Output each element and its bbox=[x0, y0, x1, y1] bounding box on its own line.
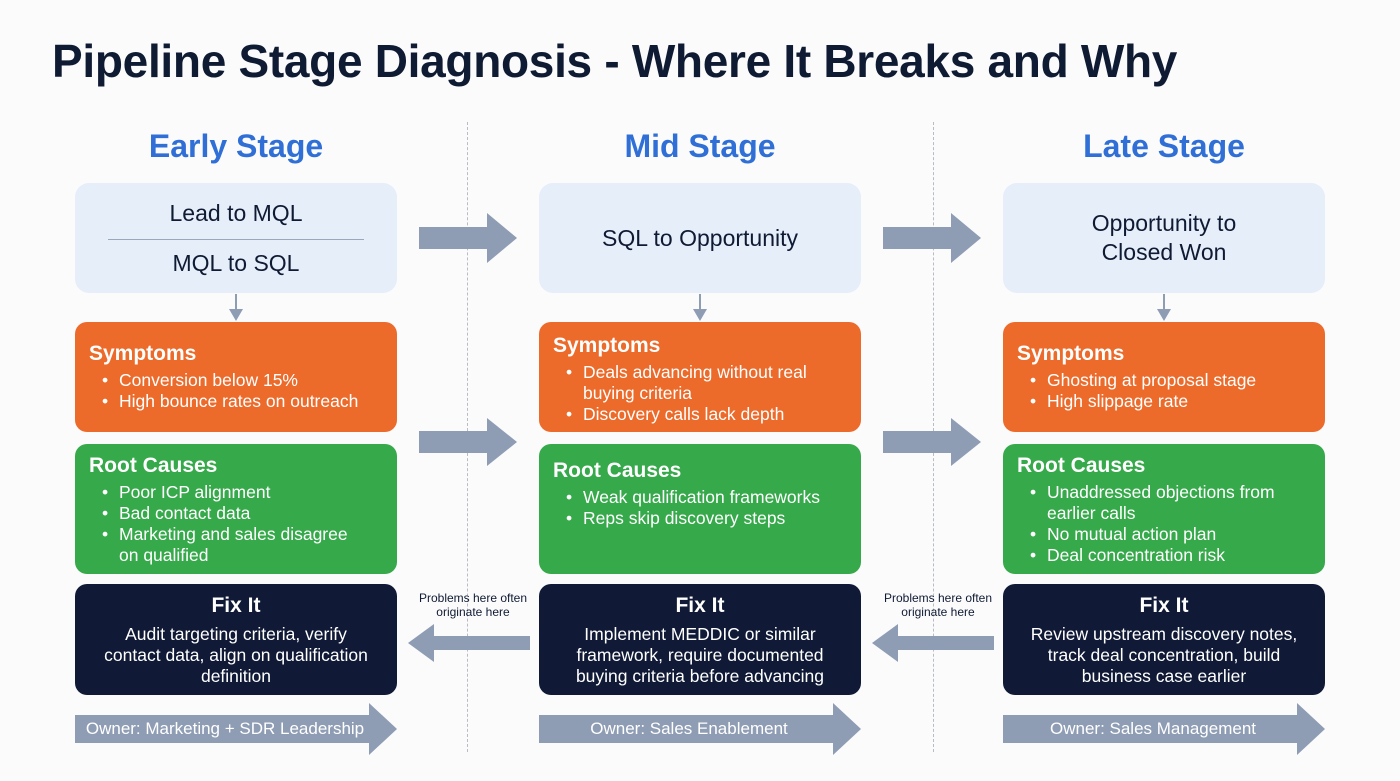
cause-item: Deal concentration risk bbox=[1030, 545, 1311, 566]
stage-title: Mid Stage bbox=[624, 128, 776, 164]
stage-transition-box: Opportunity to Closed Won bbox=[1003, 183, 1325, 293]
symptom-item: Discovery calls lack depth bbox=[566, 404, 847, 425]
cause-item: Weak qualification frameworks bbox=[566, 487, 847, 508]
cause-item: No mutual action plan bbox=[1030, 524, 1311, 545]
symptoms-card: Symptoms Ghosting at proposal stage High… bbox=[1003, 322, 1325, 432]
cause-item: Poor ICP alignment bbox=[102, 482, 383, 503]
owner-label: Owner: Marketing + SDR Leadership bbox=[85, 719, 365, 738]
symptom-item: Deals advancing without real buying crit… bbox=[566, 362, 833, 404]
fix-it-card: Fix It Implement MEDDIC or similar frame… bbox=[539, 584, 861, 695]
transition-label: Lead to MQL bbox=[169, 199, 303, 226]
stage-column-late: Late Stage Opportunity to Closed Won Sym… bbox=[1003, 0, 1325, 781]
symptoms-heading: Symptoms bbox=[553, 334, 661, 357]
symptoms-heading: Symptoms bbox=[89, 342, 197, 365]
fix-it-card: Fix It Audit targeting criteria, verify … bbox=[75, 584, 397, 695]
symptom-item: High slippage rate bbox=[1030, 391, 1311, 412]
down-arrow-icon bbox=[229, 294, 243, 321]
fix-it-text: Review upstream discovery notes, track d… bbox=[1030, 624, 1298, 686]
stage-title: Late Stage bbox=[1083, 128, 1245, 164]
cause-item: Bad contact data bbox=[102, 503, 383, 524]
back-arrow-note: Problems here often originate here bbox=[883, 591, 993, 619]
down-arrow-icon bbox=[693, 294, 707, 321]
root-causes-card: Root Causes Poor ICP alignment Bad conta… bbox=[75, 444, 397, 574]
stage-column-mid: Mid Stage SQL to Opportunity Symptoms De… bbox=[539, 0, 861, 781]
back-arrow-note: Problems here often originate here bbox=[418, 591, 528, 619]
fix-it-card: Fix It Review upstream discovery notes, … bbox=[1003, 584, 1325, 695]
owner-arrow-shape bbox=[539, 703, 861, 755]
forward-arrow-icon bbox=[883, 213, 981, 263]
fix-it-heading: Fix It bbox=[1139, 594, 1189, 617]
root-causes-card: Root Causes Weak qualification framework… bbox=[539, 444, 861, 574]
owner-banner: Owner: Marketing + SDR Leadership bbox=[75, 703, 397, 755]
root-causes-heading: Root Causes bbox=[89, 454, 218, 477]
page-title: Pipeline Stage Diagnosis - Where It Brea… bbox=[52, 35, 1178, 87]
transition-label: Opportunity to Closed Won bbox=[1091, 210, 1237, 265]
transition-label: MQL to SQL bbox=[172, 249, 300, 276]
root-causes-heading: Root Causes bbox=[1017, 454, 1146, 477]
transition-separator bbox=[108, 238, 364, 240]
symptoms-heading: Symptoms bbox=[1017, 342, 1125, 365]
fix-it-heading: Fix It bbox=[675, 594, 725, 617]
down-arrow-icon bbox=[1157, 294, 1171, 321]
owner-label: Owner: Sales Enablement bbox=[590, 719, 788, 738]
transition-label: SQL to Opportunity bbox=[601, 224, 799, 251]
stage-transition-box: SQL to Opportunity bbox=[539, 183, 861, 293]
forward-arrow-icon bbox=[419, 213, 517, 263]
root-causes-heading: Root Causes bbox=[553, 459, 682, 482]
fix-it-text: Implement MEDDIC or similar framework, r… bbox=[575, 624, 825, 686]
back-arrow-icon bbox=[408, 624, 530, 662]
stage-column-early: Early Stage Lead to MQL MQL to SQL Sympt… bbox=[75, 0, 397, 781]
symptoms-card: Symptoms Conversion below 15% High bounc… bbox=[75, 322, 397, 432]
forward-arrow-icon bbox=[419, 418, 517, 466]
owner-arrow-shape bbox=[1003, 703, 1325, 755]
stage-title: Early Stage bbox=[148, 128, 324, 164]
symptoms-card: Symptoms Deals advancing without real bu… bbox=[539, 322, 861, 432]
back-arrow-icon bbox=[872, 624, 994, 662]
forward-arrow-icon bbox=[883, 418, 981, 466]
cause-item: Unaddressed objections from earlier call… bbox=[1030, 482, 1302, 524]
symptom-item: Ghosting at proposal stage bbox=[1030, 370, 1311, 391]
owner-label: Owner: Sales Management bbox=[1050, 719, 1256, 738]
stage-transition-box: Lead to MQL MQL to SQL bbox=[75, 183, 397, 293]
cause-item: Marketing and sales disagree on qualifie… bbox=[102, 524, 369, 566]
owner-arrow-shape bbox=[75, 703, 397, 755]
symptom-item: Conversion below 15% bbox=[102, 370, 383, 391]
root-causes-card: Root Causes Unaddressed objections from … bbox=[1003, 444, 1325, 574]
cause-item: Reps skip discovery steps bbox=[566, 508, 847, 529]
fix-it-text: Audit targeting criteria, verify contact… bbox=[104, 624, 368, 686]
owner-banner: Owner: Sales Management bbox=[1003, 703, 1325, 755]
fix-it-heading: Fix It bbox=[211, 594, 261, 617]
symptom-item: High bounce rates on outreach bbox=[102, 391, 383, 412]
owner-banner: Owner: Sales Enablement bbox=[539, 703, 861, 755]
